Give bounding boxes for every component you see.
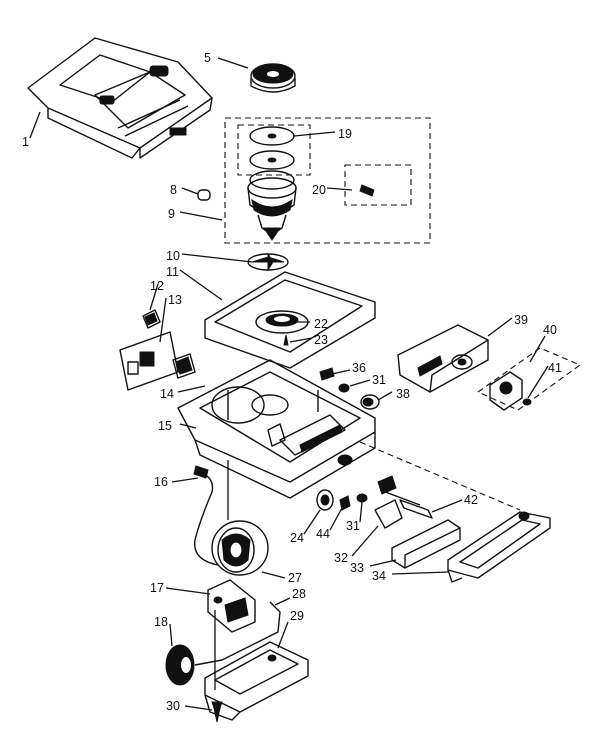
callout-14: 14: [160, 387, 174, 401]
part-8-plug: [197, 189, 211, 201]
part-44-clip: [339, 495, 351, 511]
part-17-bracket: [207, 579, 256, 633]
callout-32: 32: [334, 551, 348, 565]
part-27-cord-reel: [211, 520, 269, 576]
filter-discs-dashed-box: [237, 124, 311, 176]
callout-29: 29: [290, 609, 304, 623]
callout-1: 1: [22, 135, 29, 149]
part-42-lever: [379, 489, 433, 519]
callout-41: 41: [548, 361, 562, 375]
part-39-connector: [397, 324, 489, 393]
part-11-gasket-frame: [204, 271, 376, 369]
callout-13: 13: [168, 293, 182, 307]
callout-22: 22: [314, 317, 328, 331]
callout-24: 24: [290, 531, 304, 545]
part-19-motor: [247, 126, 297, 241]
callout-34: 34: [372, 569, 386, 583]
callout-20: 20: [312, 183, 326, 197]
callout-19: 19: [338, 127, 352, 141]
callout-28: 28: [292, 587, 306, 601]
part-20-clip: [359, 184, 375, 197]
guide-line: [359, 441, 521, 511]
part-31-screw-lower: [356, 493, 368, 503]
callout-31-upper: 31: [372, 373, 386, 387]
part-20-dashed-box: [344, 164, 412, 206]
callout-42: 42: [464, 493, 478, 507]
callout-11: 11: [166, 265, 179, 279]
part-24-wheel: [316, 489, 334, 511]
motor-assembly-dashed-box: [224, 117, 431, 244]
callout-31-lower: 31: [346, 519, 360, 533]
part-32-bracket: [374, 475, 403, 529]
callout-23: 23: [314, 333, 328, 347]
part-36-bracket: [319, 367, 335, 381]
callout-38: 38: [396, 387, 410, 401]
part-33-pedal: [391, 519, 461, 569]
callout-10: 10: [166, 249, 180, 263]
callout-39: 39: [514, 313, 528, 327]
callout-30: 30: [166, 699, 180, 713]
part-18-wheel: [165, 644, 195, 686]
part-31-screw-upper: [338, 383, 350, 393]
callout-27: 27: [288, 571, 302, 585]
callout-9: 9: [168, 207, 175, 221]
leader-lines: [29, 57, 549, 711]
callout-labels: 1 5 19 8 20 9 10 11 12 13 22 23 39 40 41…: [22, 51, 562, 713]
part-29-base-plate: [204, 641, 309, 721]
callout-12: 12: [150, 279, 164, 293]
part-16-cord-plug: [193, 465, 209, 479]
part-12-13-14-switch: [119, 309, 196, 391]
callout-5: 5: [204, 51, 211, 65]
part-5-filter-cap: [250, 63, 296, 93]
part-41-screw: [522, 398, 532, 406]
callout-33: 33: [350, 561, 364, 575]
callout-44: 44: [316, 527, 330, 541]
part-38-knob: [360, 394, 380, 410]
part-40-dashed-box: [476, 347, 582, 411]
callout-16: 16: [154, 475, 168, 489]
part-15-housing: [177, 359, 376, 499]
part-1-top-cover: [27, 37, 213, 159]
part-10-gasket: [247, 252, 289, 272]
part-30-screw: [211, 701, 223, 723]
part-40-latch: [489, 371, 523, 411]
part-28-wire: [194, 601, 281, 666]
callout-8: 8: [170, 183, 177, 197]
part-34-handle: [447, 511, 551, 583]
callout-17: 17: [150, 581, 164, 595]
callout-15: 15: [158, 419, 172, 433]
callout-40: 40: [543, 323, 557, 337]
part-16-cord: [194, 471, 219, 566]
callout-18: 18: [154, 615, 168, 629]
callout-36: 36: [352, 361, 366, 375]
